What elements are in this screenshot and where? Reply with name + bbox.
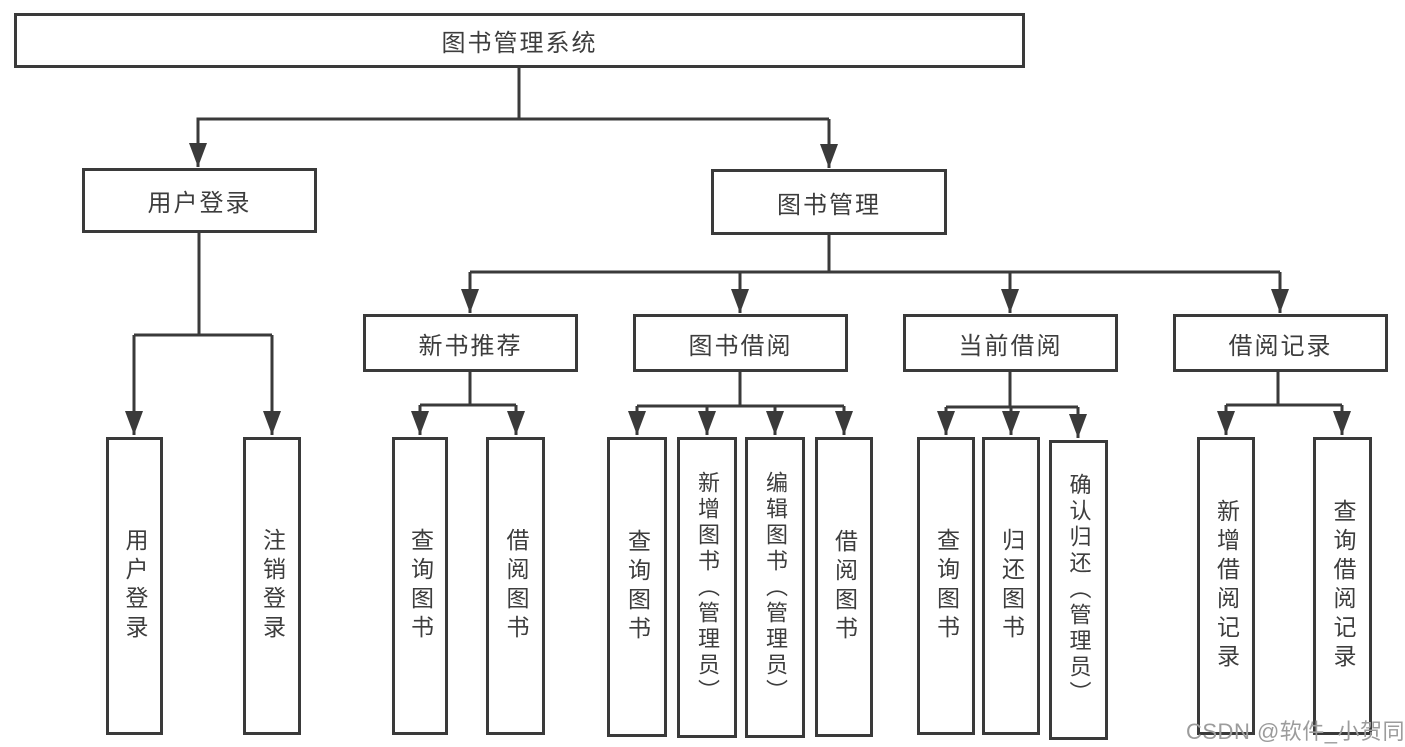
node-bb-borrow-books: 借阅图书 — [815, 437, 873, 737]
csdn-watermark: CSDN @软件_小贺同学 — [1186, 719, 1405, 744]
node-bb-edit-books-admin: 编辑图书（管理员） — [745, 437, 805, 738]
node-book-borrowing: 图书借阅 — [633, 314, 848, 372]
node-br-add-record: 新增借阅记录 — [1197, 437, 1255, 735]
node-bb-add-books-admin: 新增图书（管理员） — [677, 437, 737, 738]
node-borrow-records: 借阅记录 — [1173, 314, 1388, 372]
node-cb-query-books: 查询图书 — [917, 437, 975, 735]
node-current-borrowing: 当前借阅 — [903, 314, 1118, 372]
node-new-book-recommend: 新书推荐 — [363, 314, 578, 372]
node-user-login: 用户登录 — [82, 168, 317, 233]
node-rec-borrow-books: 借阅图书 — [486, 437, 545, 735]
node-cb-confirm-return-admin: 确认归还（管理员） — [1049, 440, 1108, 740]
node-user-login-leaf: 用户登录 — [106, 437, 163, 735]
node-bb-query-books: 查询图书 — [607, 437, 667, 737]
node-book-management: 图书管理 — [711, 169, 947, 235]
node-br-query-record: 查询借阅记录 — [1313, 437, 1372, 735]
connector-spines — [134, 68, 1342, 409]
node-rec-query-books: 查询图书 — [392, 437, 448, 735]
node-cb-return-books: 归还图书 — [982, 437, 1040, 735]
node-root-system: 图书管理系统 — [14, 13, 1025, 68]
node-logout-leaf: 注销登录 — [243, 437, 301, 735]
